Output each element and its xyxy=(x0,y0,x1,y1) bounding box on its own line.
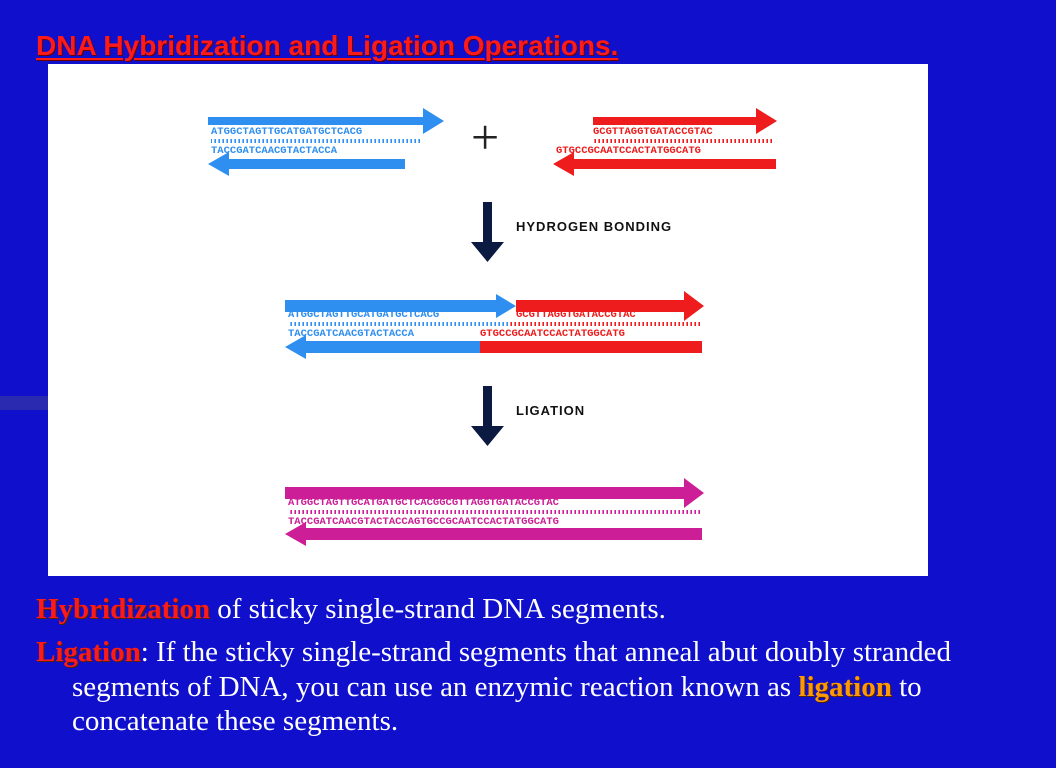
bonded-b-bottom-sequence: GTGCCGCAATCCACTATGGCATG xyxy=(480,328,625,340)
ligated-duplex: ATGGCTAGTTGCATGATGCTCACGGCGTTAGGTGATACCG… xyxy=(285,478,704,546)
bonded-b-top-sequence: GCGTTAGGTGATACCGTAC xyxy=(516,309,636,321)
strand-a-bottom-arrow xyxy=(208,152,405,176)
ligation-term: Ligation xyxy=(36,635,141,668)
strand-b-bottom-sequence: GTGCCGCAATCCACTATGGCATG xyxy=(556,145,701,157)
strand-b-top-sequence: GCGTTAGGTGATACCGTAC xyxy=(593,126,713,138)
strand-a-top-arrow xyxy=(208,108,444,134)
strand-b-top-arrow xyxy=(593,108,777,134)
down-arrow-ligation xyxy=(471,386,504,446)
ligation-description-a: : If the sticky single-strand segments t… xyxy=(72,635,951,703)
dna-diagram: ATGGCTAGTTGCATGATGCTCACG TACCGATCAACGTAC… xyxy=(48,64,928,576)
hybridization-description: of sticky single-strand DNA segments. xyxy=(210,593,666,625)
strand-a-bottom-sequence: TACCGATCAACGTACTACCA xyxy=(211,145,338,157)
ligation-inline-term: ligation xyxy=(798,670,892,703)
down-arrow-hydrogen-bonding xyxy=(471,202,504,262)
hybridization-paragraph: Hybridization of sticky single-strand DN… xyxy=(36,592,1036,627)
hybridization-term: Hybridization xyxy=(36,593,211,625)
ligation-description-b: to concatenate these segments. xyxy=(72,670,922,738)
ligated-top-sequence: ATGGCTAGTTGCATGATGCTCACGGCGTTAGGTGATACCG… xyxy=(288,497,560,509)
bonded-a-bottom-sequence: TACCGATCAACGTACTACCA xyxy=(288,328,415,340)
left-accent-bar xyxy=(0,396,48,410)
body-text: Hybridization of sticky single-strand DN… xyxy=(36,592,1036,747)
ligation-label: LIGATION xyxy=(516,403,585,418)
ligation-paragraph: Ligation: If the sticky single-strand se… xyxy=(36,635,1036,739)
dna-diagram-svg: ATGGCTAGTTGCATGATGCTCACG TACCGATCAACGTAC… xyxy=(208,108,777,546)
strand-b-red: GCGTTAGGTGATACCGTAC GTGCCGCAATCCACTATGGC… xyxy=(553,108,777,176)
slide-title: DNA Hybridization and Ligation Operation… xyxy=(36,30,619,61)
bonded-a-top-sequence: ATGGCTAGTTGCATGATGCTCACG xyxy=(288,309,439,321)
ligated-bottom-sequence: TACCGATCAACGTACTACCAGTGCCGCAATCCACTATGGC… xyxy=(288,516,559,528)
hydrogen-bonding-label: HYDROGEN BONDING xyxy=(516,219,672,234)
strand-a-top-sequence: ATGGCTAGTTGCATGATGCTCACG xyxy=(211,126,362,138)
strand-b-bottom-arrow xyxy=(553,152,776,176)
bonded-duplex: ATGGCTAGTTGCATGATGCTCACG GCGTTAGGTGATACC… xyxy=(285,291,704,359)
strand-a-blue: ATGGCTAGTTGCATGATGCTCACG TACCGATCAACGTAC… xyxy=(208,108,444,176)
plus-sign: + xyxy=(471,109,499,165)
